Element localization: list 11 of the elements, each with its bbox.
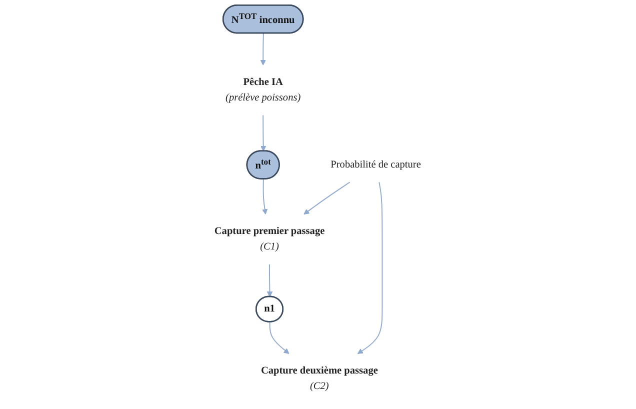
arrow xyxy=(304,182,351,214)
arrow xyxy=(267,264,273,298)
node-text: Capture premier passage (C1) xyxy=(214,226,326,252)
node-text: Pêche IA (prélève poissons) xyxy=(226,76,302,104)
node-text: Capture deuxième passage (C2) xyxy=(261,365,378,392)
arrow xyxy=(270,321,290,354)
arrow xyxy=(358,182,384,354)
arrow xyxy=(260,32,266,66)
node-text: Probabilité de capture xyxy=(331,158,422,170)
arrow xyxy=(260,114,267,152)
arrow xyxy=(262,178,268,214)
